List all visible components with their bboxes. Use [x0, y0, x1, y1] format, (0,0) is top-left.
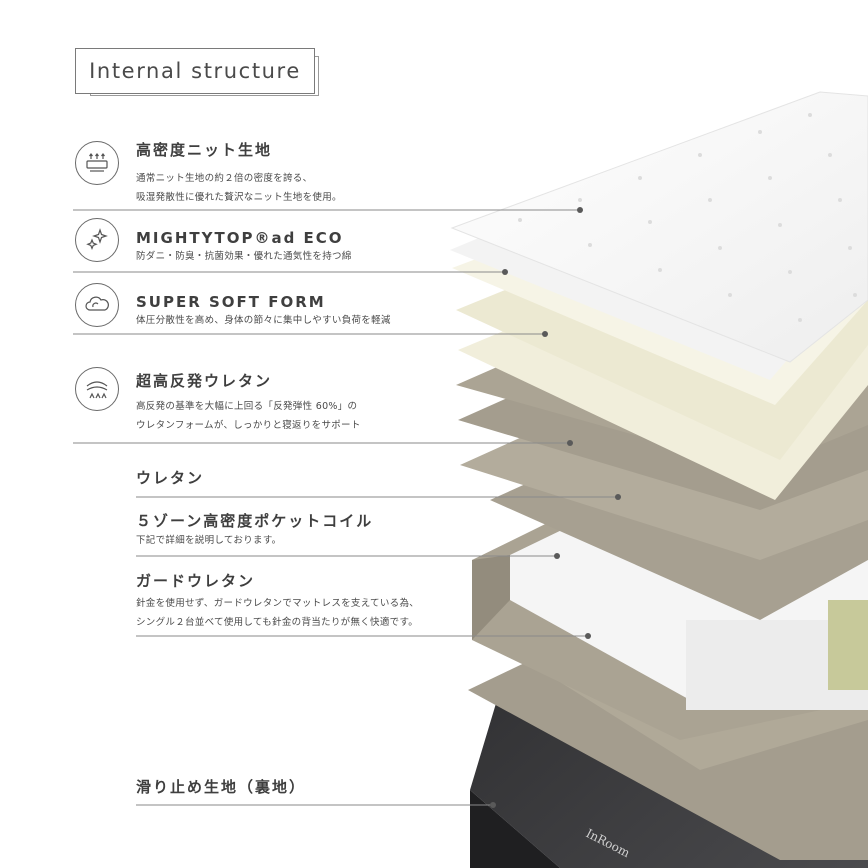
resilience-icon [75, 367, 119, 411]
page-title: Internal structure [89, 59, 301, 83]
feature-knit-fabric: 高密度ニット生地 通常ニット生地の約２倍の密度を誇る、 吸湿発散性に優れた贅沢な… [136, 139, 342, 207]
knit-fabric-layer [450, 91, 868, 363]
title-box: Internal structure [75, 48, 315, 94]
sparkle-icon [75, 218, 119, 262]
cloud-icon [75, 283, 119, 327]
feature-desc-line: 下記で詳細を説明しております。 [136, 535, 282, 546]
feature-heading: ウレタン [136, 469, 205, 487]
feature-desc-line: 体圧分散性を高め、身体の節々に集中しやすい負荷を軽減 [136, 315, 391, 326]
feature-heading: MIGHTYTOP®ad ECO [136, 229, 344, 247]
feature-desc-line: ウレタンフォームが、しっかりと寝返りをサポート [136, 420, 361, 431]
knit-fabric-icon [75, 141, 119, 185]
feature-super-soft-form: SUPER SOFT FORM 体圧分散性を高め、身体の節々に集中しやすい負荷を… [136, 293, 391, 330]
feature-heading: 超高反発ウレタン [136, 372, 273, 390]
feature-non-slip-fabric: 滑り止め生地（裏地） [136, 776, 306, 797]
feature-desc-line: 通常ニット生地の約２倍の密度を誇る、 [136, 173, 313, 184]
quilt-dots [518, 113, 857, 322]
feature-heading: ５ゾーン高密度ポケットコイル [136, 512, 374, 530]
feature-heading: ガードウレタン [136, 572, 256, 590]
feature-heading: 高密度ニット生地 [136, 141, 273, 159]
feature-desc-line: シングル２台並べて使用しても針金の背当たりが無く快適です。 [136, 617, 419, 628]
feature-desc-line: 針金を使用せず、ガードウレタンでマットレスを支えている為、 [136, 598, 420, 609]
feature-guard-urethane: ガードウレタン 針金を使用せず、ガードウレタンでマットレスを支えている為、 シン… [136, 570, 419, 632]
leader-lines [73, 209, 618, 806]
feature-desc-line: 吸湿発散性に優れた贅沢なニット生地を使用。 [136, 192, 342, 203]
feature-urethane: ウレタン [136, 467, 204, 488]
feature-pocket-coil: ５ゾーン高密度ポケットコイル 下記で詳細を説明しております。 [136, 510, 373, 550]
feature-heading: 滑り止め生地（裏地） [136, 778, 307, 796]
leader-endpoints [490, 207, 621, 808]
feature-heading: SUPER SOFT FORM [136, 293, 326, 311]
feature-desc-line: 高反発の基準を大幅に上回る「反発弾性 60%」の [136, 401, 358, 412]
feature-desc-line: 防ダニ・防臭・抗菌効果・優れた通気性を持つ綿 [136, 251, 352, 262]
feature-high-rebound: 超高反発ウレタン 高反発の基準を大幅に上回る「反発弾性 60%」の ウレタンフォ… [136, 370, 361, 435]
feature-mightytop: MIGHTYTOP®ad ECO 防ダニ・防臭・抗菌効果・優れた通気性を持つ綿 [136, 229, 352, 266]
